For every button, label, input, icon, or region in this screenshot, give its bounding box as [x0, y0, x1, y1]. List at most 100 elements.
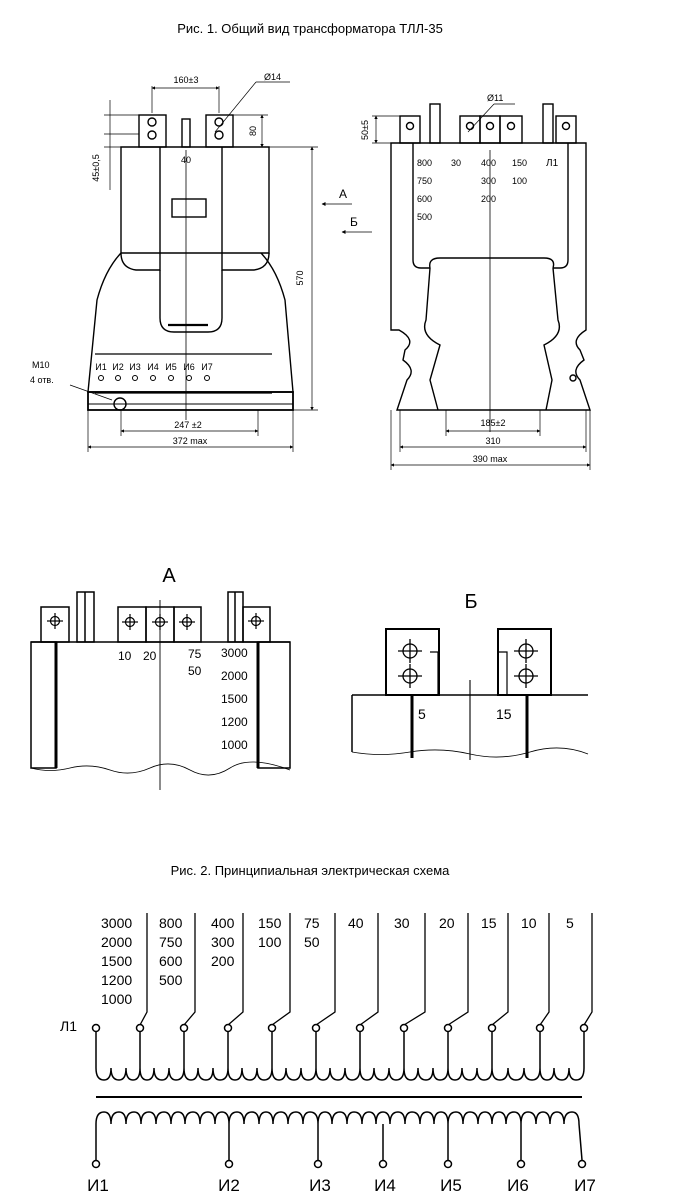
svg-text:150: 150: [258, 915, 282, 931]
mount-holes-label: 4 отв.: [30, 375, 54, 385]
side-dim-390: 390 max: [473, 454, 508, 464]
svg-text:3000: 3000: [221, 646, 248, 660]
svg-text:10: 10: [118, 649, 132, 663]
svg-text:И7: И7: [574, 1176, 596, 1195]
svg-text:2000: 2000: [221, 669, 248, 683]
front-secondary-labels: И1 И2 И3 И4 И5 И6 И7: [95, 362, 212, 372]
svg-text:15: 15: [481, 915, 497, 931]
svg-text:И2: И2: [112, 362, 123, 372]
schematic-secondary-winding: [91, 1111, 587, 1169]
view-b-title: Б: [464, 591, 477, 613]
view-a-labels: 10 20 75 50 3000 2000 1500 1200 1000: [118, 646, 248, 752]
view-arrow-b: Б: [350, 215, 358, 229]
schematic-column-values: 3000 2000 1500 1200 1000 800 750 600 500…: [101, 915, 574, 1007]
svg-text:400: 400: [481, 158, 496, 168]
front-center-pin: [181, 118, 191, 148]
dim-d14: Ø14: [264, 72, 281, 82]
svg-text:30: 30: [394, 915, 410, 931]
svg-text:50: 50: [304, 934, 320, 950]
svg-text:И6: И6: [507, 1176, 529, 1195]
view-a-title: А: [162, 565, 176, 587]
front-secondary-dots: [98, 375, 210, 381]
svg-text:400: 400: [211, 915, 235, 931]
view-b-label-15: 15: [496, 706, 512, 722]
svg-text:100: 100: [258, 934, 282, 950]
svg-text:150: 150: [512, 158, 527, 168]
side-dim-310: 310: [485, 436, 500, 446]
view-arrows: [321, 202, 372, 234]
side-body: [390, 142, 591, 411]
side-dimensions: [372, 103, 591, 470]
view-a-drawing: [30, 591, 291, 790]
svg-text:500: 500: [417, 212, 432, 222]
view-b-label-5: 5: [418, 706, 426, 722]
svg-text:2000: 2000: [101, 934, 132, 950]
dim-247: 247 ±2: [174, 420, 201, 430]
front-base: [87, 391, 294, 411]
svg-text:1000: 1000: [101, 991, 132, 1007]
svg-text:1500: 1500: [221, 692, 248, 706]
svg-text:200: 200: [211, 953, 235, 969]
svg-text:И1: И1: [87, 1176, 109, 1195]
svg-text:20: 20: [143, 649, 157, 663]
schematic-primary-winding: [91, 1023, 589, 1081]
svg-text:5: 5: [566, 915, 574, 931]
svg-text:300: 300: [481, 176, 496, 186]
side-dim-185: 185±2: [481, 418, 506, 428]
svg-text:300: 300: [211, 934, 235, 950]
svg-text:1200: 1200: [101, 972, 132, 988]
svg-text:1000: 1000: [221, 738, 248, 752]
svg-text:И7: И7: [201, 362, 212, 372]
svg-text:1200: 1200: [221, 715, 248, 729]
schematic-secondary-labels: И1 И2 И3 И4 И5 И6 И7: [87, 1176, 596, 1195]
svg-text:75: 75: [188, 647, 202, 661]
svg-text:И5: И5: [165, 362, 176, 372]
svg-text:И2: И2: [218, 1176, 240, 1195]
svg-text:100: 100: [512, 176, 527, 186]
svg-text:И5: И5: [440, 1176, 462, 1195]
svg-text:600: 600: [159, 953, 183, 969]
svg-text:И3: И3: [129, 362, 140, 372]
side-dim-50: 50±5: [360, 120, 370, 140]
svg-text:75: 75: [304, 915, 320, 931]
svg-text:30: 30: [451, 158, 461, 168]
svg-text:200: 200: [481, 194, 496, 204]
dim-372: 372 max: [173, 436, 208, 446]
svg-text:20: 20: [439, 915, 455, 931]
svg-text:И1: И1: [95, 362, 106, 372]
side-dim-d11: Ø11: [487, 93, 503, 103]
svg-text:40: 40: [348, 915, 364, 931]
front-nameplate: [171, 198, 207, 218]
dim-570: 570: [295, 270, 305, 285]
label-40: 40: [181, 155, 191, 165]
side-ratio-labels: 800 750 600 500 30 400 300 200 150 100 Л…: [417, 158, 559, 222]
view-b-drawing: [351, 628, 589, 760]
svg-text:800: 800: [159, 915, 183, 931]
svg-text:И4: И4: [147, 362, 158, 372]
svg-text:3000: 3000: [101, 915, 132, 931]
dim-45: 45±0,5: [91, 154, 101, 181]
svg-text:750: 750: [417, 176, 432, 186]
fig1-caption: Рис. 1. Общий вид трансформатора ТЛЛ-35: [177, 21, 443, 36]
svg-text:И4: И4: [374, 1176, 396, 1195]
svg-text:600: 600: [417, 194, 432, 204]
dim-160: 160±3: [174, 75, 199, 85]
fig2-caption: Рис. 2. Принципиальная электрическая схе…: [171, 863, 451, 878]
view-arrow-a: А: [339, 187, 347, 201]
front-upper-body: [120, 146, 270, 254]
svg-text:И6: И6: [183, 362, 194, 372]
svg-text:1500: 1500: [101, 953, 132, 969]
schematic-tap-lines: [139, 913, 593, 1026]
svg-text:500: 500: [159, 972, 183, 988]
side-view: [390, 103, 591, 432]
svg-text:800: 800: [417, 158, 432, 168]
front-dimensions: [69, 81, 318, 452]
svg-text:И3: И3: [309, 1176, 331, 1195]
schematic-primary-terminal: Л1: [60, 1018, 77, 1034]
svg-text:10: 10: [521, 915, 537, 931]
mount-label: М10: [32, 360, 50, 370]
side-terminal-l1: Л1: [546, 158, 559, 169]
dim-80: 80: [248, 126, 258, 136]
svg-text:50: 50: [188, 664, 202, 678]
